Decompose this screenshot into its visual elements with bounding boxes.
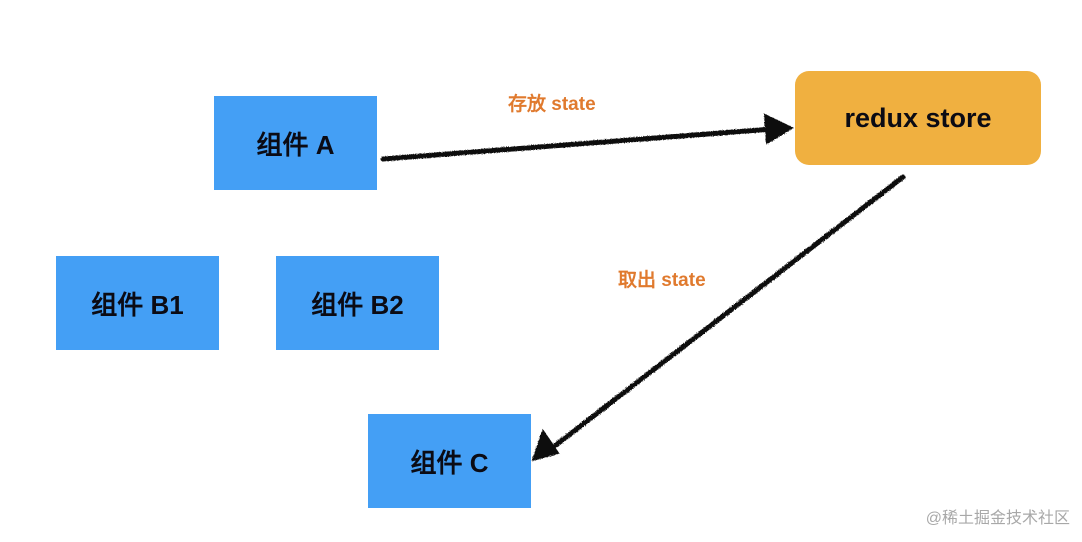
- edge-label-store-state: 存放 state: [508, 94, 596, 115]
- component-b1-node: 组件 B1: [56, 256, 219, 350]
- arrow-store-to-c: [553, 174, 906, 448]
- component-b2-node: 组件 B2: [276, 256, 439, 350]
- watermark: @稀土掘金技术社区: [925, 510, 1070, 527]
- component-c-label: 组件 C: [410, 447, 489, 478]
- component-a-label: 组件 A: [256, 129, 335, 160]
- component-b1-label: 组件 B1: [91, 289, 184, 320]
- component-b2-label: 组件 B2: [311, 289, 404, 320]
- arrowhead-c: [531, 428, 560, 462]
- arrow-a-to-store: [380, 126, 775, 162]
- arrowhead-store: [763, 113, 795, 145]
- component-c-node: 组件 C: [368, 414, 531, 508]
- redux-store-label: redux store: [844, 102, 992, 133]
- redux-store-node: redux store: [795, 71, 1041, 165]
- component-a-node: 组件 A: [214, 96, 377, 190]
- edge-label-fetch-state: 取出 state: [618, 270, 706, 291]
